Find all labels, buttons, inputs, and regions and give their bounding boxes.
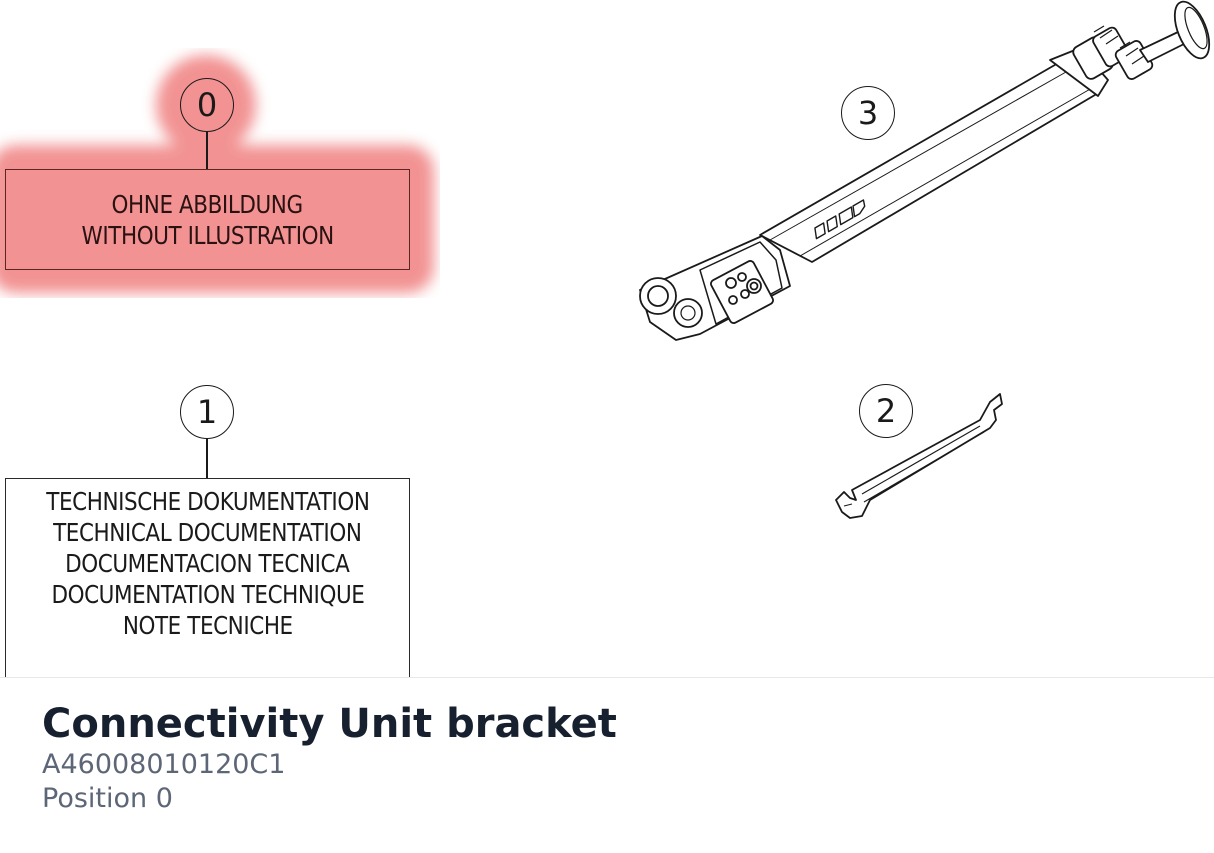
technical-documentation-box[interactable]: TECHNISCHE DOKUMENTATION TECHNICAL DOCUM… bbox=[5, 478, 410, 678]
caption-divider bbox=[0, 677, 1214, 678]
part-number: A46008010120C1 bbox=[42, 749, 286, 780]
tech-doc-line-de: TECHNISCHE DOKUMENTATION bbox=[45, 486, 370, 516]
callout-3-number: 3 bbox=[857, 94, 879, 132]
tech-doc-line-it: NOTE TECNICHE bbox=[122, 610, 293, 640]
callout-1-leader bbox=[206, 438, 208, 478]
callout-2[interactable]: 2 bbox=[859, 384, 913, 438]
tech-doc-line-es: DOCUMENTACION TECNICA bbox=[65, 548, 350, 578]
tech-doc-line-fr: DOCUMENTATION TECHNIQUE bbox=[51, 579, 364, 609]
air-pump-icon[interactable] bbox=[0, 0, 1214, 678]
part-title: Connectivity Unit bracket bbox=[42, 701, 617, 747]
callout-1-number: 1 bbox=[196, 393, 218, 431]
tech-doc-line-en: TECHNICAL DOCUMENTATION bbox=[53, 517, 362, 547]
callout-0-number: 0 bbox=[196, 86, 218, 124]
callout-2-number: 2 bbox=[875, 392, 897, 430]
part-position: Position 0 bbox=[42, 783, 173, 814]
callout-1[interactable]: 1 bbox=[180, 385, 234, 439]
without-illustration-box: OHNE ABBILDUNG WITHOUT ILLUSTRATION bbox=[5, 169, 410, 270]
exploded-parts-diagram: 0 OHNE ABBILDUNG WITHOUT ILLUSTRATION 1 … bbox=[0, 0, 1214, 678]
without-illustration-line-de: OHNE ABBILDUNG bbox=[111, 189, 304, 219]
wrench-icon[interactable] bbox=[0, 0, 1214, 678]
callout-0-leader bbox=[206, 131, 208, 169]
without-illustration-line-en: WITHOUT ILLUSTRATION bbox=[81, 220, 334, 250]
part-caption: Connectivity Unit bracket A46008010120C1… bbox=[42, 700, 617, 816]
callout-3[interactable]: 3 bbox=[841, 86, 895, 140]
